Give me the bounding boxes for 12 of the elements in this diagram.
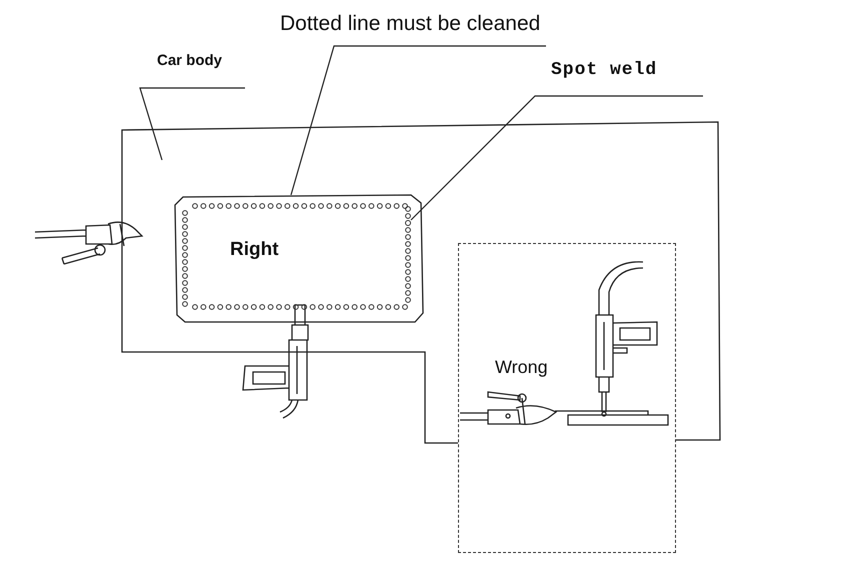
panel-outline bbox=[175, 195, 423, 322]
label-text: Wrong bbox=[495, 357, 548, 378]
callout-text: Car body bbox=[157, 52, 222, 69]
callout-text: Dotted line must be cleaned bbox=[280, 12, 540, 36]
callout-text: Spot weld bbox=[551, 60, 658, 80]
label-text: Right bbox=[230, 239, 279, 261]
leader-line bbox=[139, 87, 245, 160]
dashed-frame bbox=[458, 243, 676, 553]
spot-weld-dot bbox=[405, 220, 411, 226]
car-body-outline bbox=[122, 122, 720, 443]
leader-line bbox=[410, 95, 703, 220]
leader-line bbox=[290, 45, 546, 196]
